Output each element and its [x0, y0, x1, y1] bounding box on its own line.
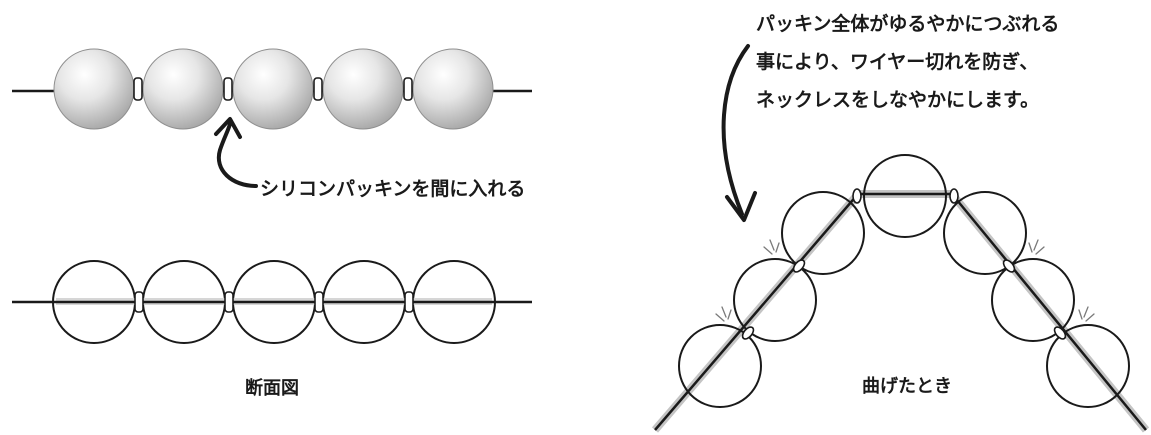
pointer-arrow-icon — [721, 44, 757, 222]
cross-section-caption: 断面図 — [245, 377, 299, 399]
bent-strand — [651, 154, 1150, 433]
pearl-bead — [412, 48, 494, 130]
silicone-packing — [403, 77, 413, 101]
pearl-bead — [142, 48, 224, 130]
silicone-packing — [223, 77, 233, 101]
squish-marks-icon — [715, 239, 1095, 322]
pearl-bead — [53, 48, 135, 130]
silicone-packing — [792, 259, 806, 273]
bent-caption: 曲げたとき — [862, 376, 952, 397]
bead-outline — [733, 258, 817, 342]
pearl-strand-top — [12, 48, 532, 130]
packing-label: シリコンパッキンを間に入れる — [260, 178, 525, 200]
cross-section-strand — [12, 260, 532, 344]
silicone-packing — [134, 291, 144, 313]
silicone-packing — [949, 188, 959, 204]
bead-outline — [678, 324, 762, 408]
note-line-2: 事により、ワイヤー切れを防ぎ、 — [756, 50, 1038, 73]
bead-outline — [1046, 324, 1130, 408]
note-line-3: ネックレスをしなやかにします。 — [756, 89, 1039, 111]
silicone-packing — [133, 77, 143, 101]
bead-outline — [863, 154, 947, 238]
bead-outline — [943, 191, 1027, 275]
silicone-packing — [313, 77, 323, 101]
bead-outline — [991, 258, 1075, 342]
silicone-packing — [1002, 259, 1016, 273]
silicone-packing — [1053, 326, 1067, 340]
pearl-bead — [322, 48, 404, 130]
strand-wire — [654, 192, 1147, 431]
bead-outline — [781, 191, 865, 275]
silicone-packing — [741, 326, 755, 340]
silicone-packing — [224, 291, 234, 313]
silicone-packing — [852, 188, 862, 204]
pearl-bead — [232, 48, 314, 130]
silicone-packing — [314, 291, 324, 313]
pointer-arrow-icon — [214, 117, 258, 188]
note-line-1: パッキン全体がゆるやかにつぶれる — [756, 12, 1059, 35]
silicone-packing — [404, 291, 414, 313]
